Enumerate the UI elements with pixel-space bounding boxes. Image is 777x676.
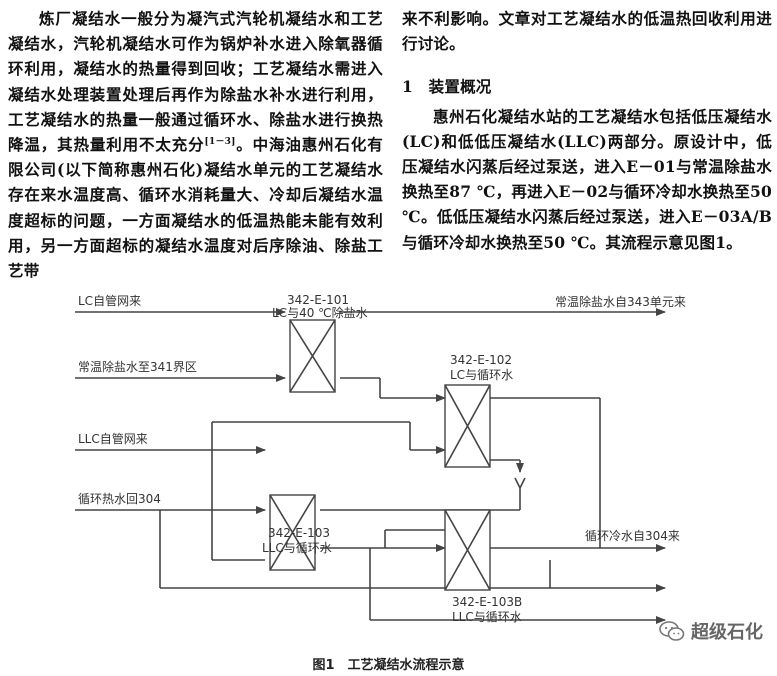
label-e103b-desc: LLC与循环水: [452, 610, 522, 624]
wechat-icon: [659, 621, 685, 641]
label-llc-inlet: LLC自管网来: [78, 431, 148, 446]
exchanger-e101: [289, 319, 336, 393]
label-cw-from-304: 循环冷水自304来: [585, 529, 680, 543]
label-cw-return: 循环热水回304: [78, 492, 161, 506]
label-e102-tag: 342-E-102: [450, 353, 512, 367]
label-e103-tag: 342-E-103: [268, 526, 330, 540]
left-text-column: 炼厂凝结水一般分为凝汽式汽轮机凝结水和工艺凝结水，汽轮机凝结水可作为锅炉补水进入…: [8, 6, 383, 283]
label-demin-to-341: 常温除盐水至341界区: [78, 359, 197, 374]
label-demin-from-343: 常温除盐水自343单元来: [555, 294, 686, 309]
citation: [1－3]: [204, 136, 236, 147]
label-e103-desc: LLC与循环水: [262, 541, 332, 555]
label-lc-inlet: LC自管网来: [78, 293, 141, 308]
paragraph-intro: 炼厂凝结水一般分为凝汽式汽轮机凝结水和工艺凝结水，汽轮机凝结水可作为锅炉补水进入…: [8, 6, 383, 283]
exchanger-e103b: [444, 509, 491, 591]
section-title: 1 装置概况: [402, 77, 492, 97]
label-e103b-tag: 342-E-103B: [452, 595, 522, 609]
right-text-column: 来不利影响。文章对工艺凝结水的低温热回收利用进行讨论。 1 装置概况 惠州石化凝…: [402, 6, 772, 255]
paragraph-intro-cont: 来不利影响。文章对工艺凝结水的低温热回收利用进行讨论。: [402, 9, 772, 54]
label-e102-desc: LC与循环水: [450, 368, 513, 382]
process-flow-diagram: LC自管网来 常温除盐水至341界区 LLC自管网来 循环热水回304 常温除盐…: [75, 293, 686, 624]
intro-text: 炼厂凝结水一般分为凝汽式汽轮机凝结水和工艺凝结水，汽轮机凝结水可作为锅炉补水进入…: [8, 9, 383, 155]
paragraph-overview: 惠州石化凝结水站的工艺凝结水包括低压凝结水(LC)和低低压凝结水(LLC)两部分…: [402, 106, 772, 252]
label-e101-desc: LC与40 ℃除盐水: [272, 305, 368, 320]
exchanger-e103: [269, 494, 316, 571]
intro-text-tail: 。中海油惠州石化有限公司(以下简称惠州石化)凝结水单元的工艺凝结水存在来水温度高…: [8, 135, 383, 281]
label-e101-tag: 342-E-101: [287, 293, 349, 307]
figure-caption: 图1 工艺凝结水流程示意: [312, 658, 465, 673]
watermark-text: 超级石化: [691, 622, 763, 643]
exchanger-e102: [444, 384, 491, 468]
watermark: 超级石化: [659, 618, 763, 644]
check-valve-symbol: [514, 477, 526, 490]
